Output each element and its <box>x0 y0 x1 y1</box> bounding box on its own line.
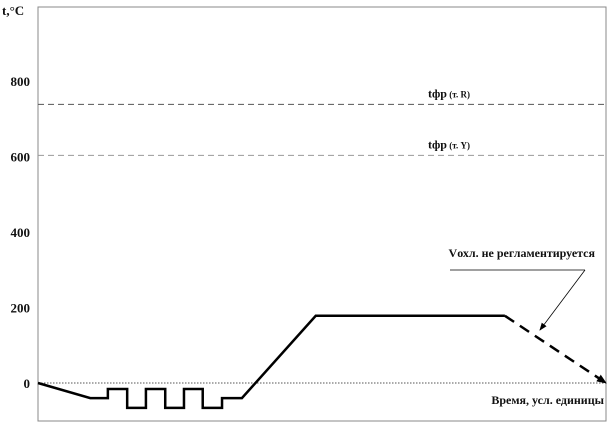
y-tick-label: 400 <box>11 225 31 240</box>
y-tick-label: 0 <box>24 376 31 391</box>
annotation-text: Vохл. не регламентируется <box>449 246 596 260</box>
reference-line-label: tфр (т. Y) <box>428 137 470 151</box>
y-tick-label: 200 <box>11 301 31 316</box>
temperature-profile-line <box>37 314 505 410</box>
cooling-line <box>504 314 607 385</box>
annotation-leader-arrow <box>539 269 586 331</box>
plot-frame <box>37 6 607 422</box>
reference-line-label: tфр (т. R) <box>428 86 470 100</box>
y-tick-label: 800 <box>11 74 31 89</box>
x-axis-label: Время, усл. единицы <box>491 393 604 407</box>
y-axis-label: t,°C <box>2 3 24 18</box>
y-tick-label: 600 <box>11 150 31 165</box>
